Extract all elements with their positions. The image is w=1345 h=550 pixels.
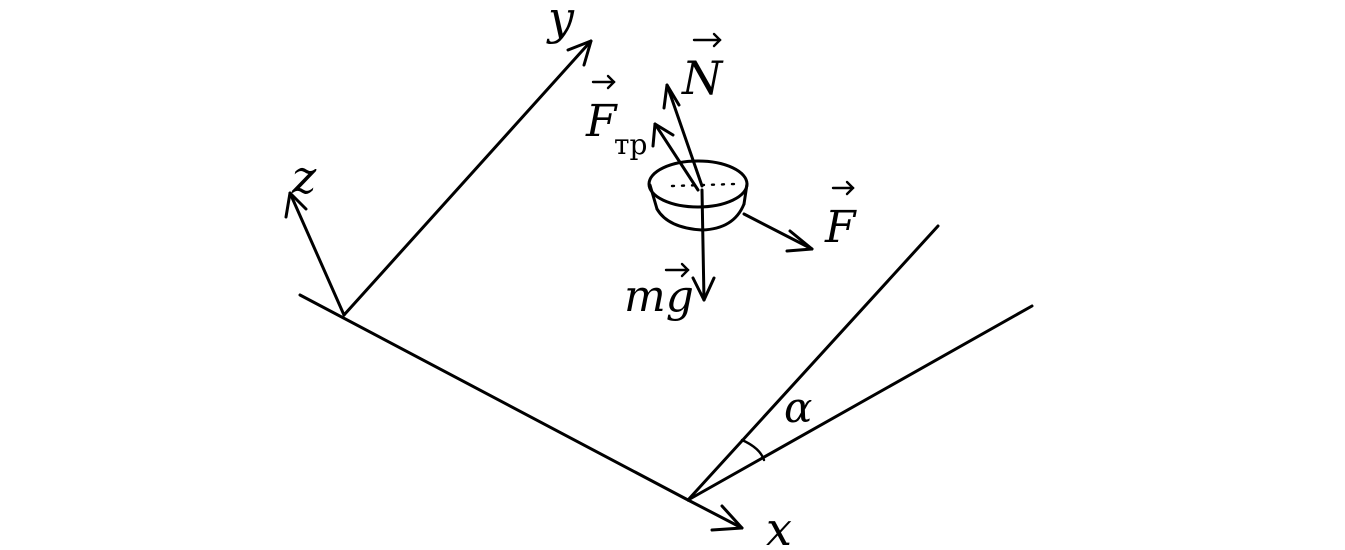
friction-force-vector (653, 122, 700, 192)
gravity-arrowhead (691, 276, 716, 302)
x-axis-line (686, 498, 744, 530)
vector-arrow-icon (831, 180, 855, 196)
gravity-label: mg (624, 271, 694, 322)
z-axis-arrowhead (284, 191, 308, 219)
normal-force-vector (665, 83, 704, 188)
incline-lower-line (686, 304, 1034, 502)
gravity-vector (700, 188, 706, 302)
incline-upper-line (686, 224, 940, 502)
applied-force-label: F (824, 202, 857, 253)
vector-arrow-icon (664, 262, 690, 278)
normal-force-label: N (681, 51, 724, 105)
plane-lower-edge (298, 293, 690, 502)
friction-force-arrowhead (651, 122, 675, 148)
y-axis-line (342, 39, 593, 317)
x-axis-arrowhead (710, 504, 744, 532)
vector-arrow-icon (692, 32, 722, 48)
x-axis-label: x (766, 502, 792, 550)
y-axis-arrowhead (566, 39, 593, 67)
y-axis-label: y (546, 0, 575, 45)
applied-force-vector (742, 212, 814, 251)
z-axis-label: z (291, 150, 317, 204)
applied-force-arrowhead (785, 229, 814, 253)
friction-force-label: F (585, 96, 618, 147)
angle-arc (740, 438, 766, 462)
friction-force-subscript: тр (614, 128, 647, 161)
vector-arrow-icon (591, 74, 616, 90)
normal-force-arrowhead (662, 83, 681, 110)
angle-label: α (784, 383, 812, 432)
z-axis-line (288, 191, 346, 317)
